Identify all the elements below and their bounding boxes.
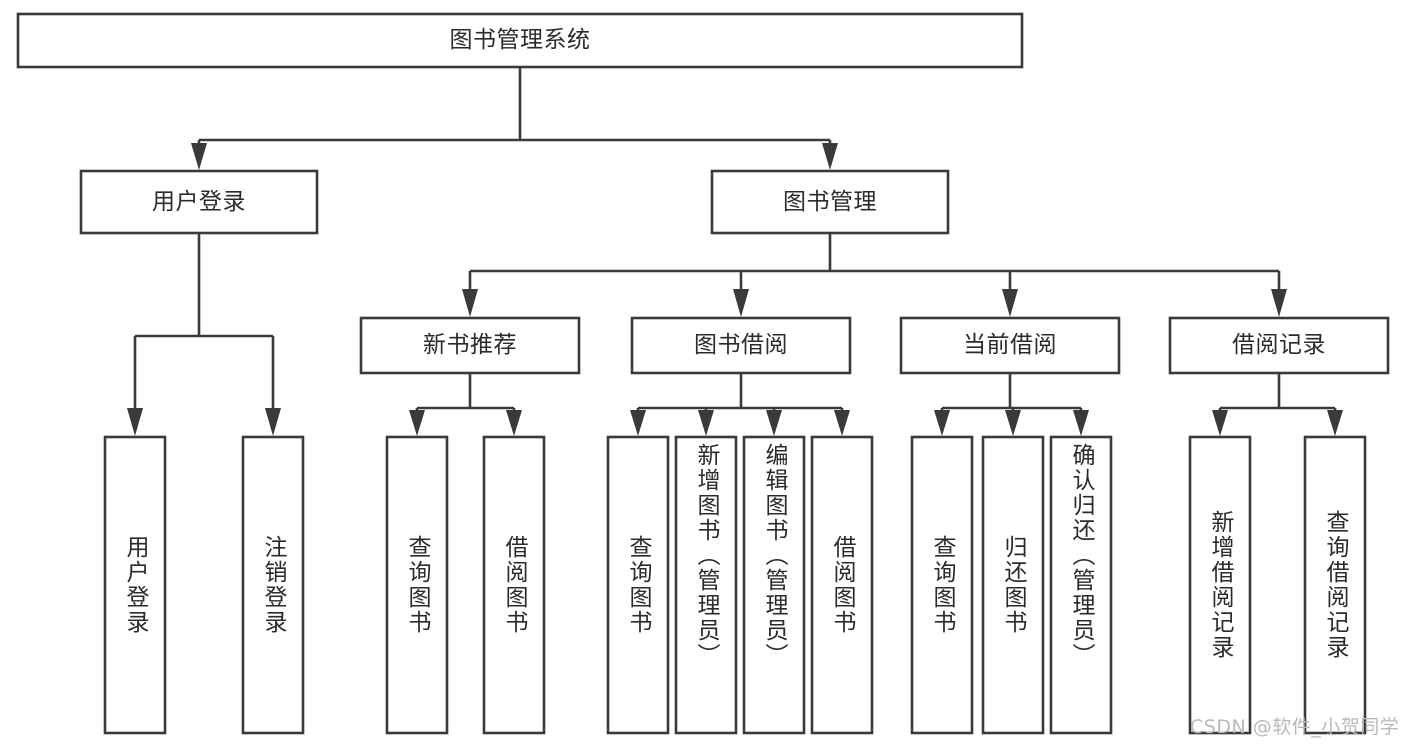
node-label-leaf-logout: 注销登录: [260, 535, 286, 635]
node-box-leaf-borrow-book-2[interactable]: [810, 435, 874, 735]
node-box-leaf-query-book-1[interactable]: [385, 435, 449, 735]
arrowhead-leaf-borrow-book-1: [506, 410, 522, 436]
node-label-leaf-add-borrow-record: 新增借阅记录: [1207, 510, 1233, 660]
arrowhead-user-login: [191, 143, 207, 170]
node-label-leaf-query-book-1: 查询图书: [404, 535, 430, 635]
node-box-leaf-query-book-2[interactable]: [606, 435, 670, 735]
node-label-leaf-add-book-admin: 新增图书（管理员）: [693, 443, 719, 668]
arrowhead-leaf-add-book-admin: [698, 410, 714, 436]
node-label-book-borrow: 图书借阅: [694, 332, 788, 359]
arrowhead-new-book-recommend: [462, 289, 478, 317]
node-label-leaf-query-book-2: 查询图书: [625, 535, 651, 635]
arrowhead-leaf-return-book: [1005, 410, 1021, 436]
watermark-text: CSDN @软件_小贺同学: [1190, 716, 1400, 738]
node-label-leaf-return-book: 归还图书: [1000, 535, 1026, 635]
node-box-leaf-edit-book-admin[interactable]: [742, 435, 806, 735]
node-label-leaf-confirm-return-admin: 确认归还（管理员）: [1068, 443, 1094, 668]
node-box-leaf-borrow-book-1[interactable]: [482, 435, 546, 735]
arrowhead-book-management: [822, 143, 838, 170]
node-box-new-book-recommend[interactable]: [359, 316, 581, 375]
node-box-leaf-query-borrow-record[interactable]: [1303, 435, 1367, 735]
node-label-new-book-recommend: 新书推荐: [423, 332, 517, 359]
arrowhead-leaf-query-book-3: [934, 410, 950, 436]
node-label-user-login: 用户登录: [152, 188, 246, 215]
node-box-leaf-logout[interactable]: [241, 435, 305, 735]
node-box-user-login[interactable]: [79, 169, 319, 235]
node-label-leaf-query-borrow-record: 查询借阅记录: [1322, 510, 1348, 660]
node-label-book-management: 图书管理: [783, 188, 877, 215]
node-box-root[interactable]: [16, 12, 1024, 69]
arrowhead-leaf-query-borrow-record: [1327, 410, 1343, 436]
arrowhead-leaf-user-login: [127, 408, 143, 436]
node-label-current-borrow: 当前借阅: [963, 332, 1057, 359]
node-box-leaf-add-book-admin[interactable]: [674, 435, 738, 735]
node-box-leaf-user-login[interactable]: [103, 435, 167, 735]
arrowhead-leaf-logout: [265, 408, 281, 436]
node-box-leaf-return-book[interactable]: [981, 435, 1045, 735]
node-label-root: 图书管理系统: [449, 27, 591, 54]
arrowhead-leaf-query-book-2: [630, 410, 646, 436]
node-box-leaf-confirm-return-admin[interactable]: [1049, 435, 1113, 735]
arrowhead-borrow-record: [1271, 289, 1287, 317]
arrowhead-leaf-add-borrow-record: [1212, 410, 1228, 436]
node-label-leaf-edit-book-admin: 编辑图书（管理员）: [761, 443, 787, 668]
node-label-leaf-query-book-3: 查询图书: [929, 535, 955, 635]
node-label-leaf-user-login: 用户登录: [122, 535, 148, 635]
node-label-borrow-record: 借阅记录: [1232, 332, 1326, 359]
arrowhead-leaf-confirm-return-admin: [1073, 410, 1089, 436]
arrowhead-leaf-edit-book-admin: [766, 410, 782, 436]
arrowhead-current-borrow: [1002, 289, 1018, 317]
node-box-current-borrow[interactable]: [899, 316, 1121, 375]
node-box-leaf-add-borrow-record[interactable]: [1188, 435, 1252, 735]
arrowhead-leaf-query-book-1: [409, 410, 425, 436]
arrowhead-book-borrow: [733, 289, 749, 317]
node-label-leaf-borrow-book-1: 借阅图书: [501, 535, 527, 635]
node-label-leaf-borrow-book-2: 借阅图书: [829, 535, 855, 635]
arrowhead-leaf-borrow-book-2: [834, 410, 850, 436]
node-box-leaf-query-book-3[interactable]: [910, 435, 974, 735]
